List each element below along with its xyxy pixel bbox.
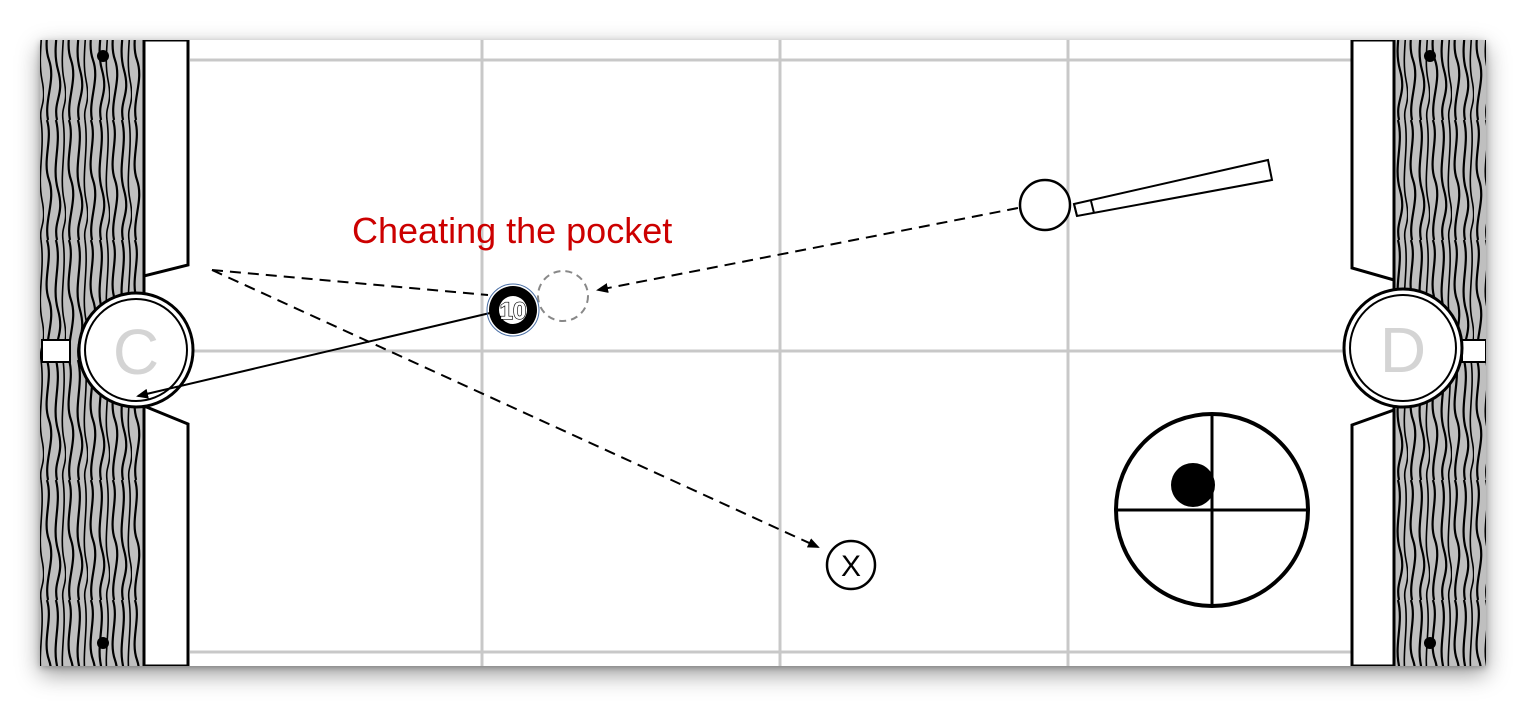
cue-ball xyxy=(1018,178,1072,232)
pocket-c-label: C xyxy=(113,316,159,388)
cue-stick xyxy=(1072,158,1274,218)
pool-table-diagram: C D 10 X xyxy=(40,40,1486,666)
cue-tip-contact-dot xyxy=(1171,463,1215,507)
table-grid xyxy=(190,40,1355,666)
ghost-ball xyxy=(537,270,589,322)
rail-diamond xyxy=(97,637,109,649)
right-cushion-lower xyxy=(1350,407,1396,666)
aim-line-to-ball xyxy=(211,269,489,296)
english-indicator xyxy=(1114,412,1310,608)
right-side-marker xyxy=(1461,339,1486,363)
object-ball-10: 10 xyxy=(486,283,540,337)
left-cushion-upper xyxy=(142,40,190,278)
pocket-c: C xyxy=(77,291,195,409)
diagram-caption: Cheating the pocket xyxy=(352,210,672,251)
right-cushion-upper xyxy=(1350,40,1396,282)
diagram-canvas: C D 10 X xyxy=(40,40,1486,666)
left-side-marker xyxy=(41,339,71,363)
left-cushion-lower xyxy=(142,403,190,666)
rail-diamond xyxy=(97,50,109,62)
cue-ball-path-to-x xyxy=(211,269,820,548)
rail-diamond xyxy=(1424,637,1436,649)
object-ball-number: 10 xyxy=(500,298,527,325)
pocket-d-label: D xyxy=(1380,314,1426,386)
object-ball-path xyxy=(136,312,491,399)
aim-lines xyxy=(211,269,820,548)
target-x-label: X xyxy=(841,550,861,583)
target-x: X xyxy=(825,539,877,591)
pocket-d: D xyxy=(1342,287,1464,409)
rail-diamond xyxy=(1424,50,1436,62)
